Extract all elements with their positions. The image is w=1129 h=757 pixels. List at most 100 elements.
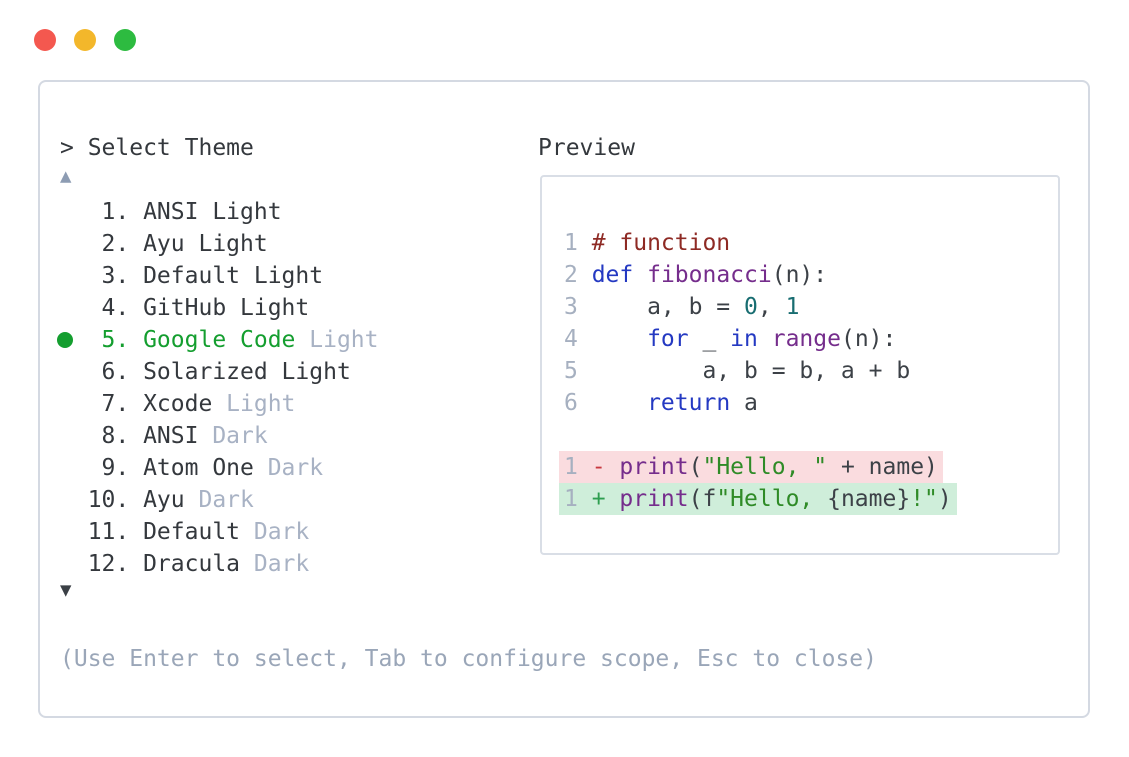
diff-highlight: 1 + print(f"Hello, {name}!") [559,483,957,515]
code-line: 4 for _ in range(n): [564,323,957,355]
code-token: !" [910,486,938,512]
code-token: (n): [840,326,897,352]
code-token [592,326,647,352]
code-token: {name} [827,486,911,512]
theme-item-name: Default Light [143,263,324,289]
code-line: 3 a, b = 0, 1 [564,291,957,323]
scroll-up-icon[interactable]: ▲ [60,165,72,187]
theme-item-number: 9. [101,455,130,481]
line-number: 1 [564,230,578,256]
theme-selector-panel: > Select Theme ▲ 1. ANSI Light 2. Ayu Light… [38,80,1090,718]
theme-item-variant: Dark [212,423,268,449]
code-token: print [619,454,689,480]
theme-item-variant: Dark [253,519,310,545]
code-token: "Hello, [716,486,828,512]
line-number: 2 [564,262,578,288]
theme-item-variant: Dark [198,487,254,513]
code-token: ) [937,486,952,512]
line-number: 1 [564,454,578,480]
theme-item-number: 7. [101,391,130,417]
diff-minus-sign: - [591,454,606,480]
code-token: (n): [771,262,828,288]
diff-plus-sign: + [591,486,606,512]
code-token: 1 [785,294,800,320]
theme-item-name: ANSI [143,423,199,449]
preview-label: Preview [538,135,635,161]
keyboard-hint: (Use Enter to select, Tab to configure s… [60,646,877,672]
code-token: "Hello, " [702,454,828,480]
window-controls [34,29,136,51]
theme-item-number: 4. [101,295,130,321]
line-number: 5 [564,358,578,384]
code-line: 2 def fibonacci(n): [564,259,957,291]
code-token: a, b = [591,294,745,320]
line-number: 4 [564,326,578,352]
code-token: in [730,326,758,352]
theme-list: 1. ANSI Light 2. Ayu Light 3. Default Light 4.… [57,196,379,580]
code-line: 6 return a [564,387,957,419]
theme-item-number: 10. [87,487,130,513]
code-token [758,326,772,352]
theme-item-name: ANSI Light [143,199,282,225]
code-token: ( [688,454,703,480]
theme-item-variant: Light [309,327,379,353]
code-blank-line [564,419,957,451]
theme-list-item-3[interactable]: 3. Default Light [60,260,379,292]
theme-item-name: Ayu [143,487,185,513]
theme-list-item-4[interactable]: 4. GitHub Light [60,292,379,324]
code-token: print [619,486,689,512]
code-token: a, b = b, a + b [591,358,911,384]
code-token: a [730,390,758,416]
maximize-button[interactable] [114,29,136,51]
code-token: def [591,262,634,288]
theme-list-item-1[interactable]: 1. ANSI Light [60,196,379,228]
selected-dot-icon [57,332,73,348]
code-token: # function [591,230,731,256]
code-token: for [647,326,689,352]
theme-item-number: 1. [101,199,130,225]
theme-item-name: Ayu Light [143,231,268,257]
theme-item-name: Dracula [143,551,241,577]
theme-list-item-2[interactable]: 2. Ayu Light [60,228,379,260]
scroll-down-icon[interactable]: ▼ [60,579,72,601]
code-token [633,262,647,288]
theme-list-item-10[interactable]: 10. Ayu Dark [60,484,379,516]
theme-item-variant: Dark [253,551,310,577]
code-line: 5 a, b = b, a + b [564,355,957,387]
theme-list-item-12[interactable]: 12. Dracula Dark [60,548,379,580]
theme-item-name: GitHub Light [143,295,310,321]
line-number: 1 [564,486,578,512]
diff-line-removed: 1-print("Hello, " + name) [559,451,957,483]
theme-item-number: 12. [87,551,130,577]
code-line: 1 # function [564,227,957,259]
theme-item-variant: Light [226,391,296,417]
theme-list-item-9[interactable]: 9. Atom One Dark [60,452,379,484]
theme-list-item-8[interactable]: 8. ANSI Dark [60,420,379,452]
theme-item-name: Solarized Light [143,359,351,385]
line-number: 3 [564,294,578,320]
code-token: , [757,294,786,320]
code-token: range [771,326,841,352]
diff-highlight: 1-print("Hello, " + name) [559,451,943,483]
theme-item-variant: Dark [267,455,324,481]
code-token: 0 [744,294,758,320]
theme-item-number: 2. [101,231,130,257]
select-theme-prompt: > Select Theme [60,135,254,161]
theme-item-number: 3. [101,263,130,289]
minimize-button[interactable] [74,29,96,51]
close-button[interactable] [34,29,56,51]
theme-item-number: 8. [101,423,130,449]
theme-item-name: Atom One [143,455,254,481]
code-token [592,390,647,416]
code-token: return [647,390,731,416]
code-token: (f [688,486,717,512]
theme-item-number: 5. [101,327,130,353]
code-token: fibonacci [647,262,772,288]
theme-list-item-6[interactable]: 6.Solarized Light [60,356,379,388]
